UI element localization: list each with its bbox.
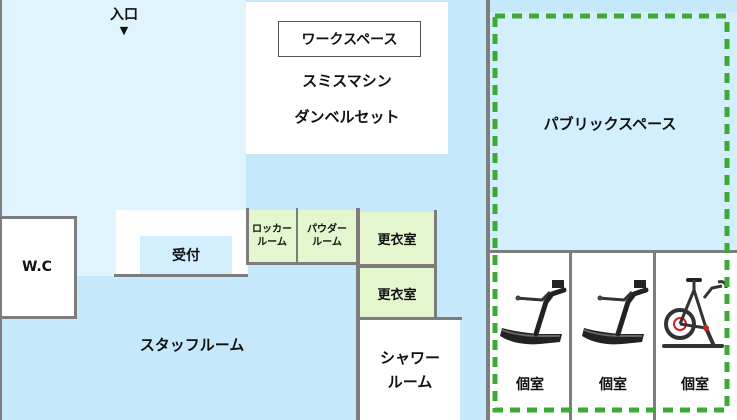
entrance-corridor [76, 214, 116, 276]
shower-room [360, 320, 460, 420]
treadmill-icon [500, 280, 567, 345]
locker-room-label: ロッカー ルーム [248, 210, 296, 262]
private-room-2-label: 個室 [599, 377, 627, 393]
wc-room [0, 218, 74, 318]
smith-machine-label: スミスマシン [302, 72, 392, 90]
wall [246, 208, 249, 265]
wall [0, 216, 76, 219]
entrance-text: 入口 [110, 7, 138, 23]
powder-room-line2: ルーム [312, 237, 342, 248]
staff-room-label: スタッフルーム [139, 336, 245, 354]
changing-room-2-label: 更衣室 [377, 287, 417, 303]
treadmill-icon [582, 280, 649, 345]
reception-label: 受付 [172, 248, 200, 264]
wall [74, 216, 77, 318]
changing-room-1-label: 更衣室 [377, 232, 417, 248]
wall [296, 208, 298, 265]
wall [356, 317, 462, 320]
wall [356, 208, 360, 420]
entrance-area [0, 0, 246, 216]
wall [0, 316, 77, 319]
exercise-bike-icon [662, 278, 728, 348]
wall [246, 262, 358, 265]
powder-room-label: パウダー ルーム [298, 210, 356, 262]
wall [486, 0, 490, 420]
reception-desk [140, 236, 232, 274]
shower-room-label: シャワー ルーム [360, 342, 460, 398]
locker-room [248, 210, 296, 264]
wall [569, 250, 572, 420]
private-room-3-label: 個室 [681, 377, 709, 393]
wc-label: W.C [22, 259, 52, 275]
wall [114, 274, 248, 277]
locker-room-line1: ロッカー [252, 224, 292, 235]
workspace-box: ワークスペース [278, 21, 421, 57]
wall [0, 0, 2, 420]
public-space-label: パブリックスペース [543, 115, 677, 133]
shower-room-line1: シャワー [379, 349, 440, 367]
locker-room-line2: ルーム [257, 237, 287, 248]
changing-room-2 [360, 268, 434, 318]
workspace-label: ワークスペース [301, 32, 398, 48]
private-room-1-label: 個室 [516, 377, 544, 393]
dumbbell-set-label: ダンベルセット [294, 108, 400, 126]
wall [653, 250, 656, 420]
wall [486, 250, 737, 253]
wall [356, 264, 436, 268]
entrance-arrow-icon: ▼ [119, 24, 129, 37]
shower-room-line2: ルーム [387, 373, 433, 391]
changing-room-1 [360, 212, 434, 264]
powder-room [298, 210, 356, 264]
entrance-label: 入口 ▼ [96, 6, 152, 40]
powder-room-line1: パウダー [307, 224, 347, 235]
